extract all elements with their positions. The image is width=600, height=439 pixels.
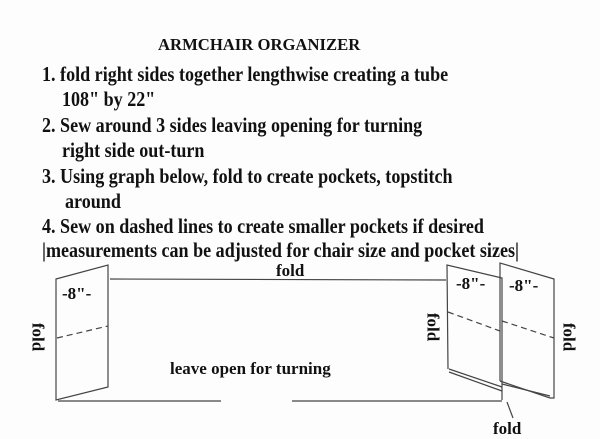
- top-fold-label: fold: [276, 261, 305, 280]
- left-dashed-line: [56, 325, 109, 339]
- step-3: 3. Using graph below, fold to create poc…: [42, 164, 453, 188]
- step-4: 4. Sew on dashed lines to create smaller…: [42, 214, 484, 238]
- measurement-note: |measurements can be adjusted for chair …: [42, 238, 519, 262]
- step-2-cont: right side out-turn: [62, 138, 205, 162]
- top-fold-line: [109, 278, 447, 281]
- fold-pointer-line: [506, 401, 514, 419]
- step-1-cont: 108" by 22": [62, 87, 156, 111]
- left-pocket-size: -8"-: [62, 284, 92, 303]
- right-fold-label: fold: [559, 322, 579, 352]
- right-pocket-panel: [499, 262, 555, 399]
- step-2: 2. Sew around 3 sides leaving opening fo…: [42, 113, 423, 137]
- bottom-fold-label: fold: [493, 419, 522, 438]
- left-fold-label: fold: [28, 322, 48, 352]
- right-pocket-size: -8"-: [509, 276, 539, 295]
- middle-dashed-line: [447, 311, 501, 332]
- middle-fold-label: fold: [423, 312, 443, 342]
- page-title: ARMCHAIR ORGANIZER: [158, 35, 361, 54]
- middle-pocket-size: -8"-: [456, 274, 486, 293]
- left-pocket-panel: [55, 264, 109, 401]
- step-3-cont: around: [65, 189, 121, 213]
- step-1: 1. fold right sides together lengthwise …: [42, 62, 449, 86]
- right-dashed-line: [501, 320, 555, 339]
- middle-pocket-panel: [446, 264, 503, 400]
- opening-label: leave open for turning: [170, 359, 331, 378]
